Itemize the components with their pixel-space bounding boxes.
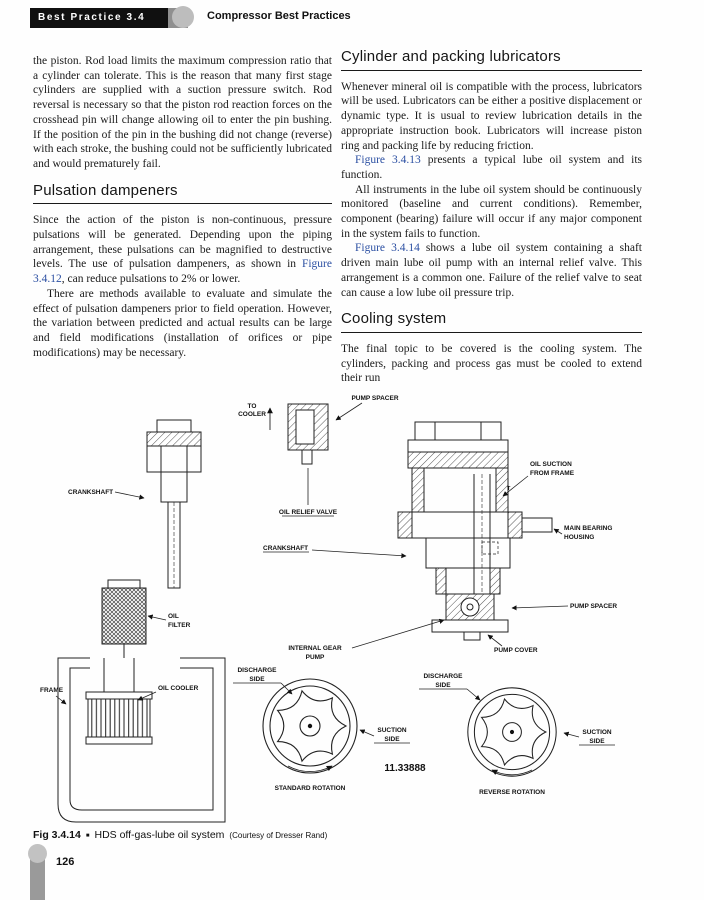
- figure-3-4-14-link[interactable]: Figure 3.4.14: [355, 242, 420, 255]
- figure-3-4-13-link[interactable]: Figure 3.4.13: [355, 154, 421, 167]
- right-column: Cylinder and packing lubricators Wheneve…: [341, 49, 642, 386]
- paragraph-text: presents a typical lube oil system and i…: [341, 154, 643, 181]
- figure-label-discharge-side-left: DISCHARGE: [237, 667, 277, 674]
- figure-label-discharge-side-right: DISCHARGE: [423, 673, 463, 680]
- figure-label-pump-spacer-top: PUMP SPACER: [351, 395, 398, 402]
- oil-relief-valve-part: [267, 402, 363, 505]
- standard-rotation-rotor: [262, 678, 358, 774]
- page-edge-bar: [30, 852, 45, 900]
- figure-label-to-cooler: TO: [248, 403, 257, 410]
- figure-label-oil-filter: FILTER: [168, 622, 191, 629]
- page-edge-circle: [28, 844, 47, 863]
- figure-part-number: 11.33888: [384, 763, 426, 774]
- figure-label-suction-side-right: SIDE: [589, 738, 605, 745]
- figure-label-main-bearing-housing: HOUSING: [564, 534, 594, 541]
- figure-3-4-14: PUMP SPACER TO COOLER CRANKSHAFT OIL REL…: [30, 390, 674, 828]
- figure-caption-title: HDS off-gas-lube oil system: [94, 829, 225, 841]
- figure-label-internal-gear-pump: INTERNAL GEAR: [288, 645, 342, 652]
- figure-label-discharge-side-left: SIDE: [249, 676, 265, 683]
- page-number: 126: [56, 856, 75, 868]
- figure-label-crankshaft-right: CRANKSHAFT: [263, 545, 308, 552]
- figure-label-suction-side-left: SIDE: [384, 736, 400, 743]
- figure-label-oil-filter: OIL: [168, 613, 179, 620]
- left-column: the piston. Rod load limits the maximum …: [33, 54, 332, 360]
- figure-label-frame: FRAME: [40, 687, 64, 694]
- body-paragraph: The final topic to be covered is the coo…: [341, 342, 642, 385]
- body-paragraph: There are methods available to evaluate …: [33, 287, 332, 359]
- body-paragraph: All instruments in the lube oil system s…: [341, 183, 642, 240]
- figure-label-discharge-side-right: SIDE: [435, 682, 451, 689]
- paragraph-text: , can reduce pulsations to 2% or lower.: [61, 273, 241, 286]
- figure-caption-number: Fig 3.4.14: [33, 829, 81, 841]
- figure-caption-courtesy: (Courtesy of Dresser Rand): [229, 831, 328, 840]
- figure-label-main-bearing-housing: MAIN BEARING: [564, 525, 612, 532]
- figure-label-to-cooler: COOLER: [238, 411, 266, 418]
- figure-label-pump-cover: PUMP COVER: [494, 647, 538, 654]
- figure-label-suction-side-right: SUCTION: [582, 729, 612, 736]
- body-paragraph: Figure 3.4.14 shows a lube oil system co…: [341, 241, 642, 300]
- running-header-title: Compressor Best Practices: [207, 10, 351, 22]
- left-compressor-section: [57, 419, 226, 823]
- section-heading-pulsation-dampeners: Pulsation dampeners: [33, 183, 332, 205]
- figure-label-crankshaft-left: CRANKSHAFT: [68, 489, 113, 496]
- figure-3-4-12-link[interactable]: Figure 3.4.12: [33, 258, 332, 286]
- caption-bullet-icon: ■: [85, 833, 90, 839]
- header-circle-ornament: [172, 6, 194, 28]
- reverse-rotation-rotor: [467, 687, 557, 777]
- figure-label-oil-suction: FROM FRAME: [530, 470, 575, 477]
- figure-leader-lines: [55, 475, 615, 746]
- figure-label-suction-side-left: SUCTION: [377, 727, 407, 734]
- figure-label-oil-relief-valve: OIL RELIEF VALVE: [279, 509, 338, 516]
- body-paragraph: Since the action of the piston is non-co…: [33, 213, 332, 287]
- figure-label-standard-rotation: STANDARD ROTATION: [275, 785, 346, 792]
- figure-caption: Fig 3.4.14 ■ HDS off-gas-lube oil system…: [33, 829, 327, 841]
- header-badge: Best Practice 3.4: [30, 8, 170, 28]
- body-paragraph: Figure 3.4.13 presents a typical lube oi…: [341, 153, 642, 182]
- figure-t-mark: T: [507, 486, 511, 492]
- section-heading-cooling-system: Cooling system: [341, 311, 642, 333]
- figure-label-oil-suction: OIL SUCTION: [530, 461, 572, 468]
- figure-label-internal-gear-pump: PUMP: [306, 654, 325, 661]
- body-paragraph: Whenever mineral oil is compatible with …: [341, 80, 642, 152]
- figure-diagram: PUMP SPACER TO COOLER CRANKSHAFT OIL REL…: [40, 395, 617, 823]
- figure-label-reverse-rotation: REVERSE ROTATION: [479, 789, 545, 796]
- right-pump-section: [397, 421, 553, 641]
- figure-label-oil-cooler: OIL COOLER: [158, 685, 199, 692]
- paragraph-text: shows a lube oil system containing a sha…: [341, 242, 642, 299]
- paragraph-text: Since the action of the piston is non-co…: [33, 214, 332, 271]
- figure-label-pump-spacer-right: PUMP SPACER: [570, 603, 617, 610]
- body-paragraph: the piston. Rod load limits the maximum …: [33, 55, 332, 170]
- section-heading-cylinder-packing-lubricators: Cylinder and packing lubricators: [341, 49, 642, 71]
